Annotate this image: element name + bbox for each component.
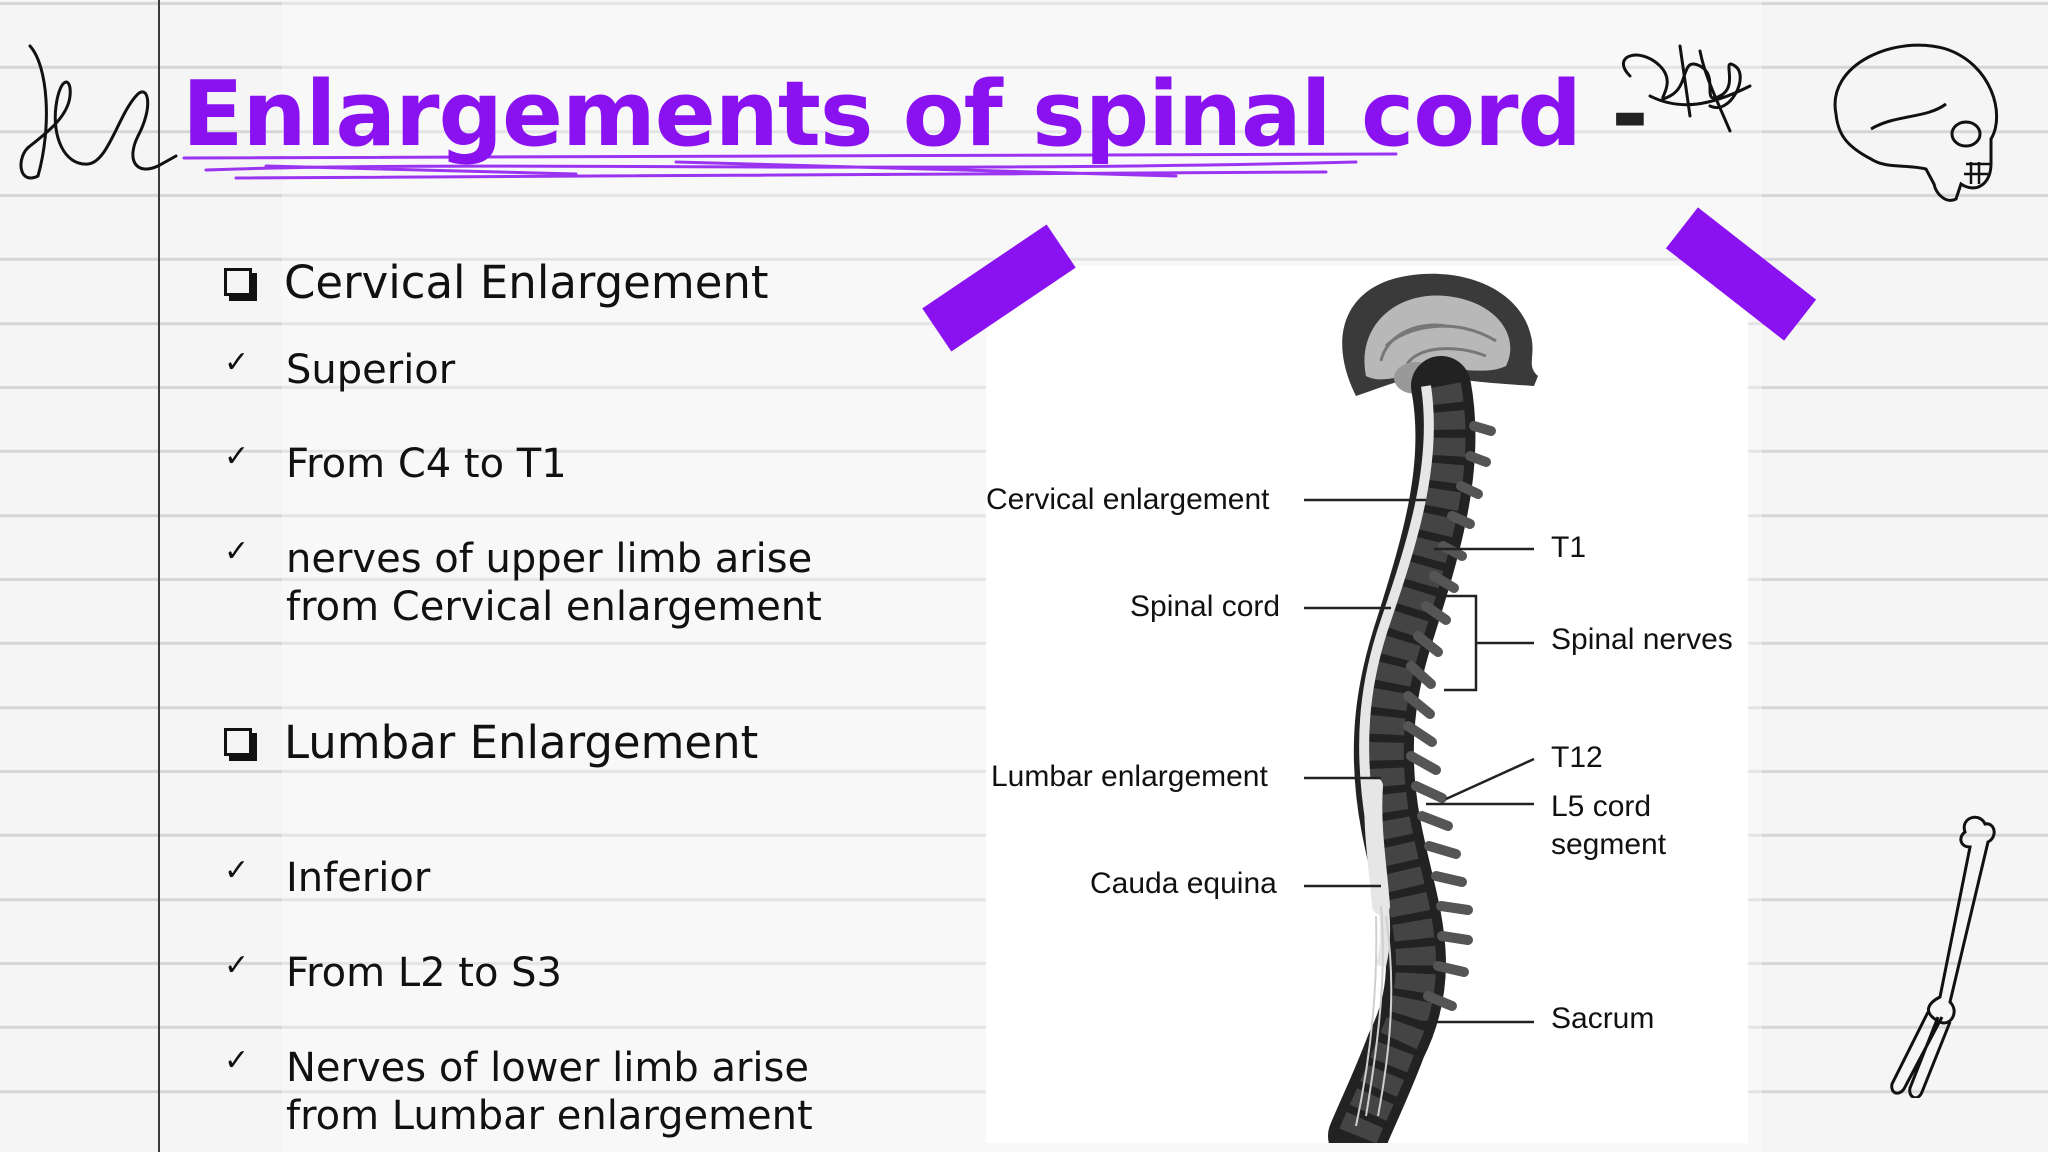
title-underline-scribble xyxy=(182,152,1398,180)
list-item-line: Nerves of lower limb arise xyxy=(286,1045,809,1091)
list-item-text: From L2 to S3 xyxy=(286,950,562,996)
spine-illustration xyxy=(1304,273,1538,1143)
check-icon: ✓ xyxy=(224,853,250,888)
label-cauda-equina: Cauda equina xyxy=(1090,867,1277,900)
list-item-text: Inferior xyxy=(286,855,431,901)
label-segment: segment xyxy=(1551,828,1667,861)
check-icon: ✓ xyxy=(224,948,250,983)
list-item-text: Nerves of lower limb arise from Lumbar e… xyxy=(286,1044,813,1140)
notebook-margin-line xyxy=(158,0,160,1152)
label-cervical-enlargement: Cervical enlargement xyxy=(986,483,1270,516)
label-spinal-nerves: Spinal nerves xyxy=(1551,623,1733,656)
title-dash: - xyxy=(1611,62,1648,167)
section-heading-lumbar: Lumbar Enlargement xyxy=(224,716,758,770)
list-item-text: Superior xyxy=(286,347,456,393)
spinal-cord-diagram: Cervical enlargement Spinal cord Lumbar … xyxy=(986,266,1748,1143)
label-t1: T1 xyxy=(1551,531,1587,564)
list-item-line: from Lumbar enlargement xyxy=(286,1093,813,1139)
list-item-text: From C4 to T1 xyxy=(286,441,567,487)
slide-title: Enlargements of spinal cord - xyxy=(182,62,1649,167)
list-item: ✓ Inferior xyxy=(224,854,430,902)
bone-icon xyxy=(1890,815,1996,1098)
list-item: ✓ nerves of upper limb arise from Cervic… xyxy=(224,535,822,631)
bullet-list: Cervical Enlargement ✓ Superior ✓ From C… xyxy=(224,0,924,1152)
square-bullet-icon xyxy=(224,728,252,756)
square-bullet-icon xyxy=(224,268,252,296)
check-icon: ✓ xyxy=(224,439,250,474)
list-item: ✓ From L2 to S3 xyxy=(224,949,562,997)
section-heading-text: Cervical Enlargement xyxy=(284,256,769,309)
label-lumbar-enlargement: Lumbar enlargement xyxy=(991,760,1268,793)
label-sacrum: Sacrum xyxy=(1551,1002,1655,1035)
knot-scribble-icon xyxy=(1622,44,1752,133)
skull-icon xyxy=(1833,43,1999,202)
list-item-line: nerves of upper limb arise xyxy=(286,536,813,582)
check-icon: ✓ xyxy=(224,534,250,569)
check-icon: ✓ xyxy=(224,1043,250,1078)
list-item-text: nerves of upper limb arise from Cervical… xyxy=(286,535,822,631)
section-heading-cervical: Cervical Enlargement xyxy=(224,256,769,310)
list-item: ✓ Nerves of lower limb arise from Lumbar… xyxy=(224,1044,813,1140)
check-icon: ✓ xyxy=(224,345,250,380)
label-l5-cord: L5 cord xyxy=(1551,790,1652,823)
list-item-line: from Cervical enlargement xyxy=(286,584,822,630)
label-spinal-cord: Spinal cord xyxy=(1130,590,1281,623)
section-heading-text: Lumbar Enlargement xyxy=(284,716,759,769)
title-text: Enlargements of spinal cord xyxy=(182,62,1582,167)
signature-scribble-icon xyxy=(19,44,178,180)
list-item: ✓ Superior xyxy=(224,346,455,394)
label-t12: T12 xyxy=(1551,741,1603,774)
list-item: ✓ From C4 to T1 xyxy=(224,440,567,488)
